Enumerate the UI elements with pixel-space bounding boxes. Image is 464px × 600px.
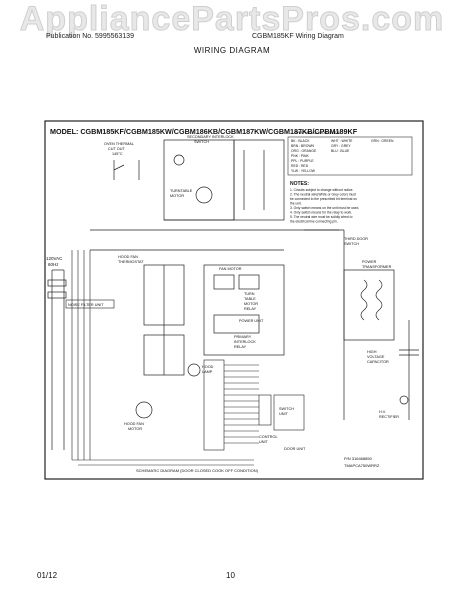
fan-motor-relay-label: FAN MOTOR <box>219 267 242 271</box>
magnetron-block <box>163 139 235 221</box>
control-unit-label-2: UNIT <box>259 440 269 444</box>
note-line: 4. Only switch means for the relay to wo… <box>290 211 352 215</box>
watermark-logo: AppliancePartsPros.com <box>19 0 445 39</box>
thermal-cutout-label: OVEN THERMAL <box>104 142 134 146</box>
wire-bundle-left <box>71 250 254 466</box>
third-door-switch-label-2: SWITCH <box>344 242 359 246</box>
hv-capacitor-label-2: VOLTAGE <box>367 355 385 359</box>
page-number: 10 <box>226 571 235 580</box>
turntable-motor-label-2: MOTOR <box>170 194 184 198</box>
hood-lamp <box>187 363 201 377</box>
part-number: P/N 316468850 <box>344 456 373 461</box>
switch-unit-label: SWITCH <box>279 407 294 411</box>
rectifier-label-2: RECTIFIER <box>379 415 399 419</box>
tmap-code: TMAPCA750WRRZ <box>344 463 380 468</box>
color-code-entry: BK : BLACK <box>291 139 310 143</box>
color-code-entry: GRY : GREY <box>331 144 351 148</box>
hood-fan-motor <box>135 401 153 419</box>
note-line: 5. The neutral wire must be solidly wire… <box>290 215 353 219</box>
supply-frequency: 60Hz <box>48 262 59 267</box>
hood-fan-thermostat-label-2: THERMOSTAT <box>118 260 144 264</box>
header-left: Publication No. 5995563139 <box>46 33 134 40</box>
power-unit-block <box>203 264 285 356</box>
note-line: be connected to the prescribed bit termi… <box>290 197 357 201</box>
color-code-entry: RED : RED <box>291 164 309 168</box>
thermal-cutout-rating: 145°C <box>112 152 123 156</box>
turntable-relay-label: TURN <box>244 292 255 296</box>
note-line: 1. Circuits subject to change without no… <box>290 188 353 192</box>
turntable-relay-label-3: MOTOR <box>244 302 258 306</box>
color-code-title: GRAPHIC COLOR CODE <box>294 130 341 135</box>
primary-interlock-label-3: RELAY <box>234 345 247 349</box>
turntable-relay-label-2: TABLE <box>244 297 256 301</box>
color-code-entry: PPL : PURPLE <box>291 159 314 163</box>
power-unit-label: POWER UNIT <box>239 319 264 323</box>
power-transformer-label-2: TRANSFORMER <box>362 265 392 269</box>
hood-fan-thermostat-label: HOOD FAN <box>118 255 138 259</box>
model-label: MODEL: CGBM185KF/CGBM185KW/CGBM186KB/CGB… <box>50 127 358 136</box>
color-code-entry: WHT : WHITE <box>331 139 353 143</box>
hv-circuit <box>343 230 419 420</box>
switch-unit-label-2: UNIT <box>279 412 289 416</box>
color-code-entry: ORG : ORANGE <box>291 149 317 153</box>
primary-interlock-label-2: INTERLOCK <box>234 340 256 344</box>
hood-fan-motor-label: HOOD FAN <box>124 422 144 426</box>
color-code-entry: BRN : BROWN <box>291 144 315 148</box>
hood-lamp-label: HOOD <box>202 365 214 369</box>
note-line: 2. The neutral wire(White or Grey color)… <box>290 193 356 197</box>
thermal-cutout-label-2: CUT OUT <box>108 147 125 151</box>
color-code-entry: BLU : BLUE <box>331 149 350 153</box>
note-line: 3. Only switch means on the unit must be… <box>290 206 359 210</box>
notes-block: NOTES: 1. Circuits subject to change wit… <box>290 181 359 224</box>
supply-voltage: 120VAC <box>46 256 63 261</box>
hv-capacitor-label-3: CAPACITOR <box>367 360 389 364</box>
color-code-entry: GRN : GREEN <box>371 139 394 143</box>
secondary-interlock-label-2: SWITCH <box>194 140 209 144</box>
hood-lamp-label-2: LAMP <box>202 370 213 374</box>
primary-interlock-label: PRIMARY <box>234 335 252 339</box>
turntable-relay-label-4: RELAY <box>244 307 257 311</box>
footer-date: 01/12 <box>37 571 58 580</box>
hood-fan-motor-label-2: MOTOR <box>128 427 142 431</box>
switch-region-top <box>233 139 285 221</box>
turntable-motor-label: TURNTABLE <box>170 189 193 193</box>
note-line: the electrical line connecting pin. <box>290 220 338 224</box>
hv-capacitor-label: HIGH <box>367 350 377 354</box>
power-supply <box>47 269 67 450</box>
header-right: CGBM185KF Wiring Diagram <box>252 33 344 40</box>
rectifier-label: H.V. <box>379 410 386 414</box>
relay-column <box>143 264 185 376</box>
page-title: WIRING DIAGRAM <box>193 46 271 55</box>
color-code-box: GRAPHIC COLOR CODE BK : BLACK WHT : WHITE… <box>287 130 413 176</box>
door-unit-label: DOOR UNIT <box>284 447 306 451</box>
schematic-caption: SCHEMATIC DIAGRAM (DOOR CLOSED COOK OFF … <box>136 468 259 473</box>
wiring-diagram: MODEL: CGBM185KF/CGBM185KW/CGBM186KB/CGB… <box>44 120 424 480</box>
thermal-cutout <box>113 160 140 180</box>
control-unit-label: CONTROL <box>259 435 278 439</box>
secondary-interlock-label: SECONDARY INTERLOCK <box>187 135 234 139</box>
notes-title: NOTES: <box>290 181 309 187</box>
noise-filter-label: NOISE FILTER UNIT <box>68 303 104 307</box>
color-code-entry: YLW : YELLOW <box>291 169 316 173</box>
diagram-frame <box>44 120 424 480</box>
power-transformer-label: POWER <box>362 260 377 264</box>
color-code-entry: PNK : PINK <box>291 154 309 158</box>
third-door-switch-label: THIRD DOOR <box>344 237 368 241</box>
note-line: the unit. <box>290 202 302 206</box>
control-connector <box>203 359 305 451</box>
